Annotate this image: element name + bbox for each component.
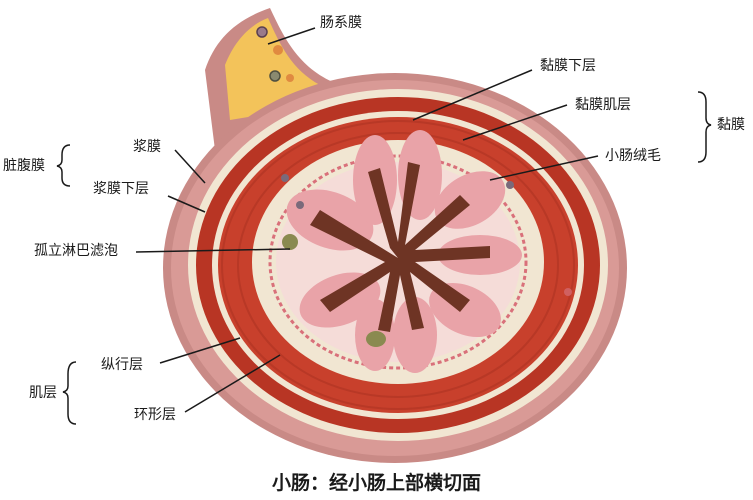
- intestinal-lumen: [310, 162, 490, 332]
- label-muscular-group: 肌层: [29, 385, 57, 401]
- lymph-follicle: [282, 234, 298, 250]
- label-mesentery: 肠系膜: [320, 15, 362, 31]
- label-muscularis-mucosae: 黏膜肌层: [575, 97, 631, 113]
- leader-lines: [135, 27, 599, 413]
- label-serosa: 浆膜: [133, 139, 161, 155]
- label-visceral-peritoneum-group: 脏腹膜: [3, 158, 45, 174]
- muscularis-mucosae-layer: [268, 154, 528, 370]
- braces: [56, 91, 712, 425]
- label-submucosa: 黏膜下层: [540, 58, 596, 74]
- label-subserosa: 浆膜下层: [93, 181, 149, 197]
- diagram-title: 小肠：经小肠上部横切面: [271, 472, 481, 494]
- label-circular-layer: 环形层: [134, 407, 176, 423]
- label-longitudinal-layer: 纵行层: [101, 357, 143, 373]
- label-villi: 小肠绒毛: [605, 148, 661, 164]
- label-mucosa-group: 黏膜: [717, 117, 745, 133]
- label-lymph-follicle: 孤立淋巴滤泡: [34, 243, 118, 259]
